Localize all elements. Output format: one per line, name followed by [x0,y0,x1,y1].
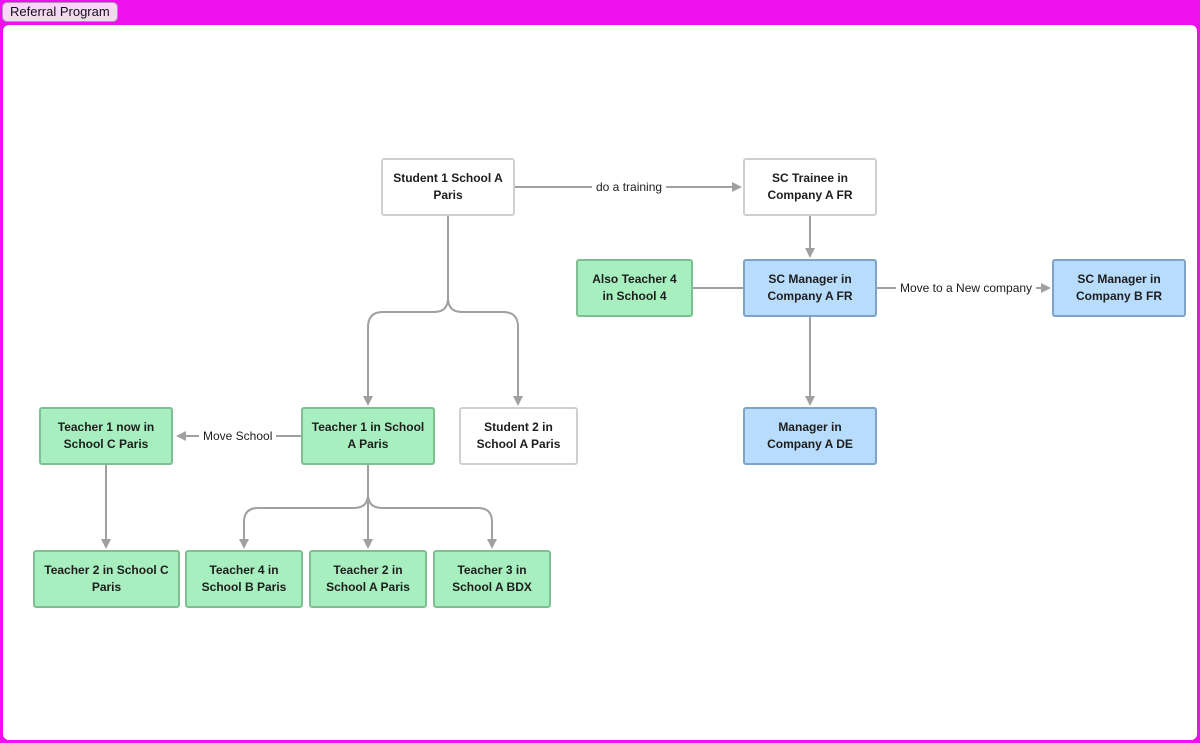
node-teacher1-now[interactable]: Teacher 1 now in School C Paris [39,407,173,465]
edge-teacher1-to-teacher3-bdx [367,493,497,549]
tab-referral-program[interactable]: Referral Program [2,2,118,22]
node-student1[interactable]: Student 1 School A Paris [381,158,515,216]
edge-label-move-company: Move to a New company [896,280,1037,296]
node-sc-trainee[interactable]: SC Trainee in Company A FR [743,158,877,216]
edge-label-training: do a training [592,179,667,195]
node-sc-manager-b[interactable]: SC Manager in Company B FR [1052,259,1186,317]
node-teacher4-b[interactable]: Teacher 4 in School B Paris [185,550,303,608]
node-student2[interactable]: Student 2 in School A Paris [459,407,578,465]
node-teacher2-c[interactable]: Teacher 2 in School C Paris [33,550,180,608]
node-sc-manager-a[interactable]: SC Manager in Company A FR [743,259,877,317]
node-manager-de[interactable]: Manager in Company A DE [743,407,877,465]
node-teacher3-bdx[interactable]: Teacher 3 in School A BDX [433,550,551,608]
node-also-teacher4[interactable]: Also Teacher 4 in School 4 [576,259,693,317]
edge-student1-to-teacher1 [363,216,449,406]
node-teacher1[interactable]: Teacher 1 in School A Paris [301,407,435,465]
diagram-canvas [3,25,1197,740]
edge-label-move-school: Move School [199,428,277,444]
node-teacher2-a[interactable]: Teacher 2 in School A Paris [309,550,427,608]
edge-teacher1-to-teacher4-b [239,465,369,549]
edge-student1-to-student2 [447,297,523,406]
